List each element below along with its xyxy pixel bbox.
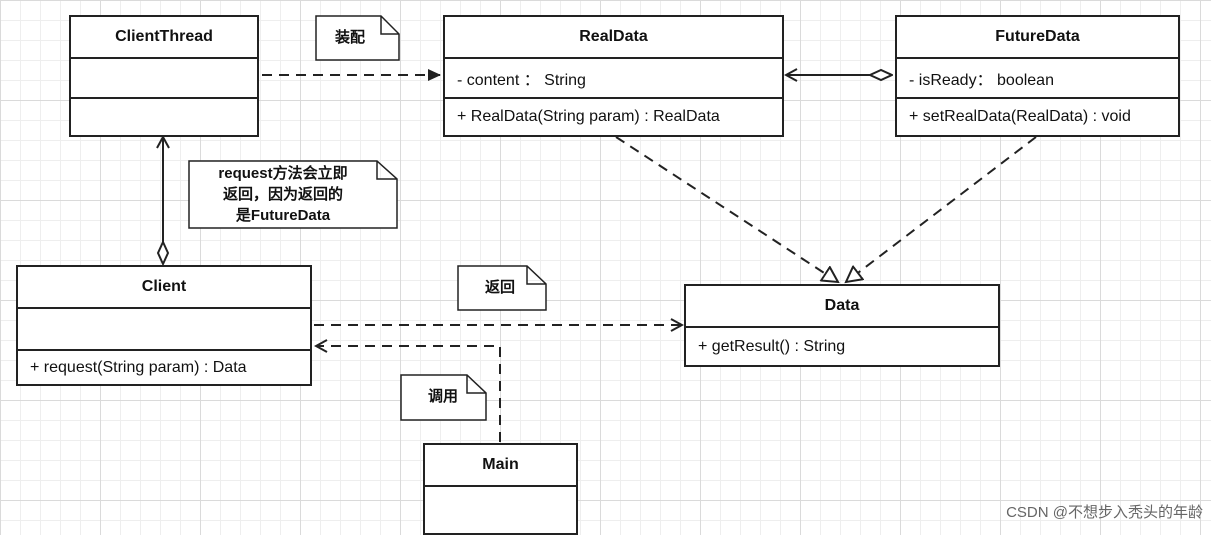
class-data[interactable]: Data + getResult() : String xyxy=(684,284,1000,367)
class-real-data-operation: + RealData(String param) : RealData xyxy=(457,108,720,125)
class-client-thread-attributes xyxy=(71,59,257,99)
note-request-line-2: 返回，因为返回的 xyxy=(222,186,343,203)
note-request: request方法会立即 返回，因为返回的 是FutureData xyxy=(188,160,398,229)
note-call: 调用 xyxy=(400,374,487,421)
class-real-data-attribute: - content ： String xyxy=(445,59,782,99)
note-assemble-shape xyxy=(315,15,400,61)
class-client-thread-operations xyxy=(71,99,257,135)
class-client-attributes xyxy=(18,309,310,351)
note-assemble-text: 装配 xyxy=(334,29,365,46)
note-request-shape xyxy=(188,160,398,229)
class-main[interactable]: Main xyxy=(423,443,578,535)
note-request-text: request方法会立即 返回，因为返回的 是FutureData xyxy=(188,160,378,226)
note-return: 返回 xyxy=(457,265,547,311)
note-return-text: 返回 xyxy=(484,279,515,296)
class-client-title: Client xyxy=(18,267,310,309)
class-main-attributes xyxy=(425,487,576,527)
note-call-shape xyxy=(400,374,487,421)
watermark: CSDN @不想步入秃头的年龄 xyxy=(1006,504,1203,521)
class-real-data[interactable]: RealData - content ： String + RealData(S… xyxy=(443,15,784,137)
class-client-thread[interactable]: ClientThread xyxy=(69,15,259,137)
class-client-thread-title: ClientThread xyxy=(71,17,257,59)
class-main-title: Main xyxy=(425,445,576,487)
class-client-operation: + request(String param) : Data xyxy=(30,358,247,376)
note-request-line-1: request方法会立即 xyxy=(218,165,348,182)
class-data-title: Data xyxy=(686,286,998,328)
class-data-operation: + getResult() : String xyxy=(698,337,846,355)
class-future-data-attribute: - isReady： boolean xyxy=(897,59,1178,99)
note-return-shape xyxy=(457,265,547,311)
class-future-data-operation: + setRealData(RealData) : void xyxy=(909,108,1131,125)
note-call-text: 调用 xyxy=(427,388,458,405)
note-assemble: 装配 xyxy=(315,15,400,61)
class-future-data-title: FutureData xyxy=(897,17,1178,59)
realization-realdata-to-data xyxy=(615,136,838,282)
class-future-data[interactable]: FutureData - isReady： boolean + setRealD… xyxy=(895,15,1180,137)
class-client[interactable]: Client + request(String param) : Data xyxy=(16,265,312,386)
realization-futuredata-to-data xyxy=(846,136,1037,282)
class-real-data-title: RealData xyxy=(445,17,782,59)
note-request-line-3: 是FutureData xyxy=(235,207,331,224)
